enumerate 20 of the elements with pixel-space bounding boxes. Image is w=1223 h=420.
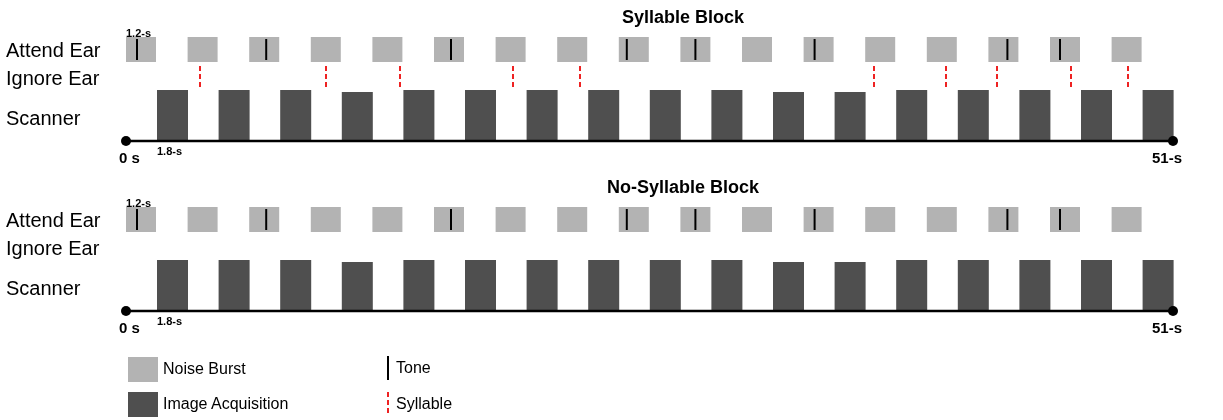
duration-label: 1.2-s <box>126 198 152 209</box>
row-label: Attend Ear <box>6 40 101 60</box>
legend-label: Image Acquisition <box>163 396 289 412</box>
legend-label: Syllable <box>396 396 453 412</box>
duration-label: 1.8-s <box>157 146 183 157</box>
duration-label: 1.8-s <box>157 316 183 327</box>
time-label: 0 s <box>119 150 140 165</box>
block-title: No-Syllable Block <box>607 178 759 196</box>
row-label: Ignore Ear <box>6 238 100 258</box>
duration-label: 1.2-s <box>126 28 152 39</box>
row-label: Scanner <box>6 278 81 298</box>
block-title: Syllable Block <box>621 8 745 26</box>
legend-label: Noise Burst <box>163 361 246 377</box>
legend-label: Tone <box>396 360 431 376</box>
row-label: Attend Ear <box>6 210 101 230</box>
row-label: Scanner <box>6 108 81 128</box>
time-label: 51-s <box>1152 320 1183 335</box>
time-label: 0 s <box>119 320 140 335</box>
row-label: Ignore Ear <box>6 68 100 88</box>
time-label: 51-s <box>1152 150 1183 165</box>
